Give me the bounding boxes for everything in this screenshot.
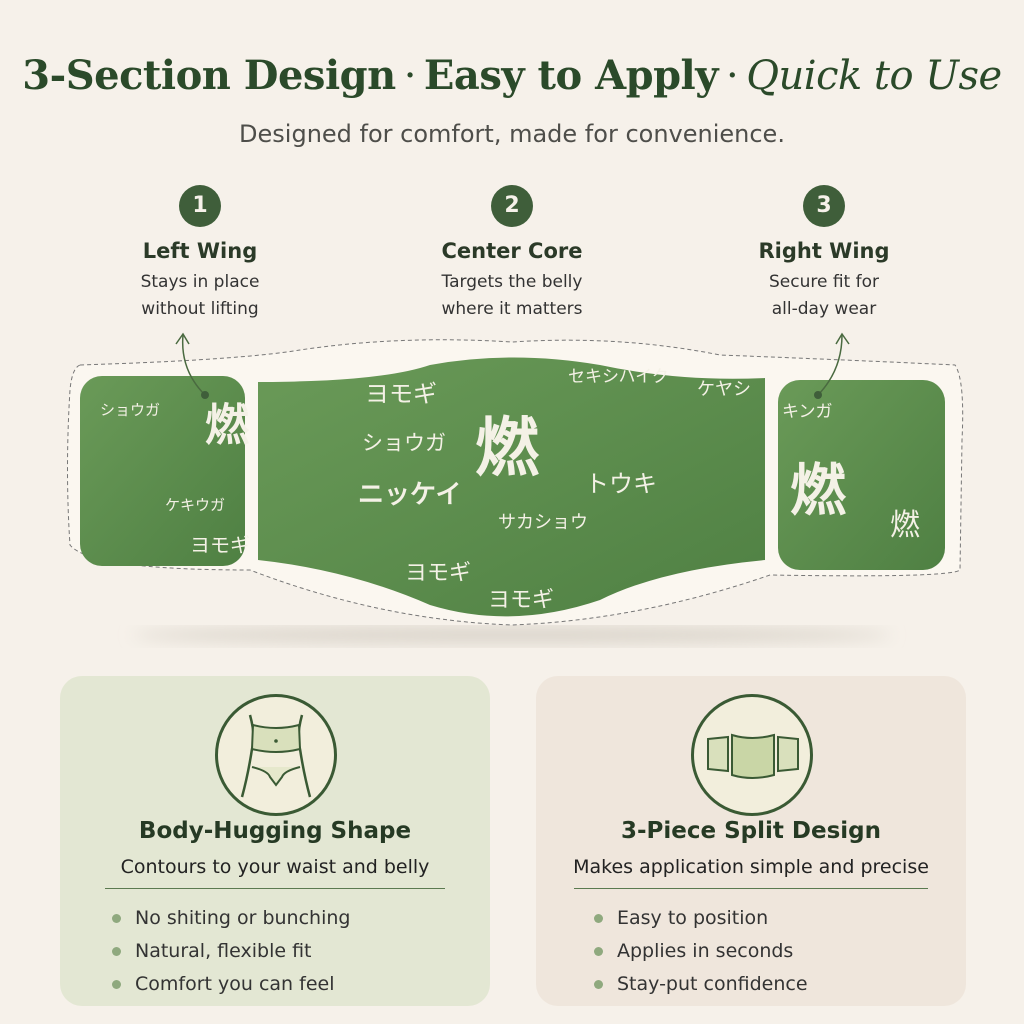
patch-text: トウキ (585, 470, 657, 498)
right-pointer-arrow (817, 334, 843, 396)
bullet-icon (112, 980, 121, 989)
patch-text: セキシハイク (568, 367, 669, 387)
feature-card-body-hugging: Body-Hugging Shape Contours to your wais… (60, 676, 490, 1006)
patch-text: ショウガ (362, 431, 446, 455)
feature-list: No shiting or bunching Natural, flexible… (112, 902, 350, 1001)
patch-kanji: 燃 (890, 508, 920, 543)
bullet-icon (594, 914, 603, 923)
left-wing-piece (80, 376, 245, 566)
step-number-badge: 3 (803, 185, 845, 227)
center-core-piece (258, 357, 765, 617)
step-title: Right Wing (758, 239, 890, 263)
step-number-badge: 2 (491, 185, 533, 227)
page-title: 3-Section Design·Easy to Apply·Quick to … (0, 52, 1024, 99)
feature-list: Easy to position Applies in seconds Stay… (594, 902, 808, 1001)
step-title: Center Core (441, 239, 583, 263)
arrow-head-icon (835, 332, 850, 345)
bullet-icon (594, 980, 603, 989)
bullet-icon (112, 914, 121, 923)
pointer-dot (814, 391, 822, 399)
step-title: Left Wing (142, 239, 258, 263)
page-subtitle: Designed for comfort, made for convenien… (239, 120, 785, 148)
divider (574, 888, 928, 889)
list-item-text: No shiting or bunching (135, 907, 351, 929)
step-description: Stays in place without lifting (140, 272, 260, 319)
list-item-text: Comfort you can feel (135, 973, 335, 995)
patch-text: ヨモギ (405, 561, 471, 586)
list-item-text: Natural, flexible fit (135, 940, 312, 962)
patch-kanji: 燃 (790, 459, 847, 524)
arrow-head-icon (175, 332, 190, 345)
list-item: Comfort you can feel (112, 968, 350, 1001)
list-item: Easy to position (594, 902, 808, 935)
patch-text: ニッケイ (358, 480, 461, 510)
patch-text: ヨモギ (190, 533, 250, 557)
split-patch-icon (691, 694, 813, 816)
divider (105, 888, 445, 889)
step-left-wing: 1 Left Wing Stays in place without lifti… (70, 185, 330, 323)
right-wing-piece (778, 380, 945, 570)
left-pointer-arrow (181, 334, 206, 396)
list-item-text: Easy to position (617, 907, 769, 929)
title-part-2: Easy to Apply (423, 52, 719, 99)
patch-shadow (132, 627, 892, 643)
title-part-1: 3-Section Design (22, 52, 396, 99)
patch-text: ヨモギ (488, 588, 554, 613)
step-right-wing: 3 Right Wing Secure fit for all-day wear (694, 185, 954, 323)
card-title: 3-Piece Split Design (620, 818, 882, 844)
pointer-dot (201, 391, 209, 399)
title-separator: · (403, 53, 417, 99)
step-number-badge: 1 (179, 185, 221, 227)
bullet-icon (112, 947, 121, 956)
list-item: Applies in seconds (594, 935, 808, 968)
patch-illustration: 燃 燃 燃 燃 ショウガ ケキウガ ヨモギ ヨモギ ショウガ ニッケイ トウキ … (67, 332, 964, 643)
patch-text: ショウガ (100, 401, 160, 419)
step-description: Secure fit for all-day wear (768, 272, 879, 319)
list-item-text: Stay-put confidence (617, 973, 808, 995)
list-item: Stay-put confidence (594, 968, 808, 1001)
list-item: No shiting or bunching (112, 902, 350, 935)
bullet-icon (594, 947, 603, 956)
patch-kanji: 燃 (475, 412, 540, 486)
card-subtitle: Contours to your waist and belly (120, 856, 430, 878)
step-center-core: 2 Center Core Targets the belly where it… (382, 185, 642, 323)
feature-card-split-design: 3-Piece Split Design Makes application s… (536, 676, 966, 1006)
list-item-text: Applies in seconds (617, 940, 794, 962)
card-title: Body-Hugging Shape (138, 818, 412, 844)
waist-icon (215, 694, 337, 816)
card-subtitle: Makes application simple and precise (573, 856, 929, 878)
list-item: Natural, flexible fit (112, 935, 350, 968)
title-part-3: Quick to Use (746, 53, 1002, 99)
step-description: Targets the belly where it matters (441, 272, 583, 319)
patch-kanji: 燃 (205, 400, 250, 451)
patch-text: キンガ (782, 402, 833, 422)
patch-text: サカショウ (498, 512, 588, 533)
title-separator: · (726, 53, 739, 99)
patch-text: ヨモギ (365, 380, 437, 408)
patch-text: ケキウガ (165, 496, 225, 514)
patch-text: ケヤシ (697, 379, 751, 400)
